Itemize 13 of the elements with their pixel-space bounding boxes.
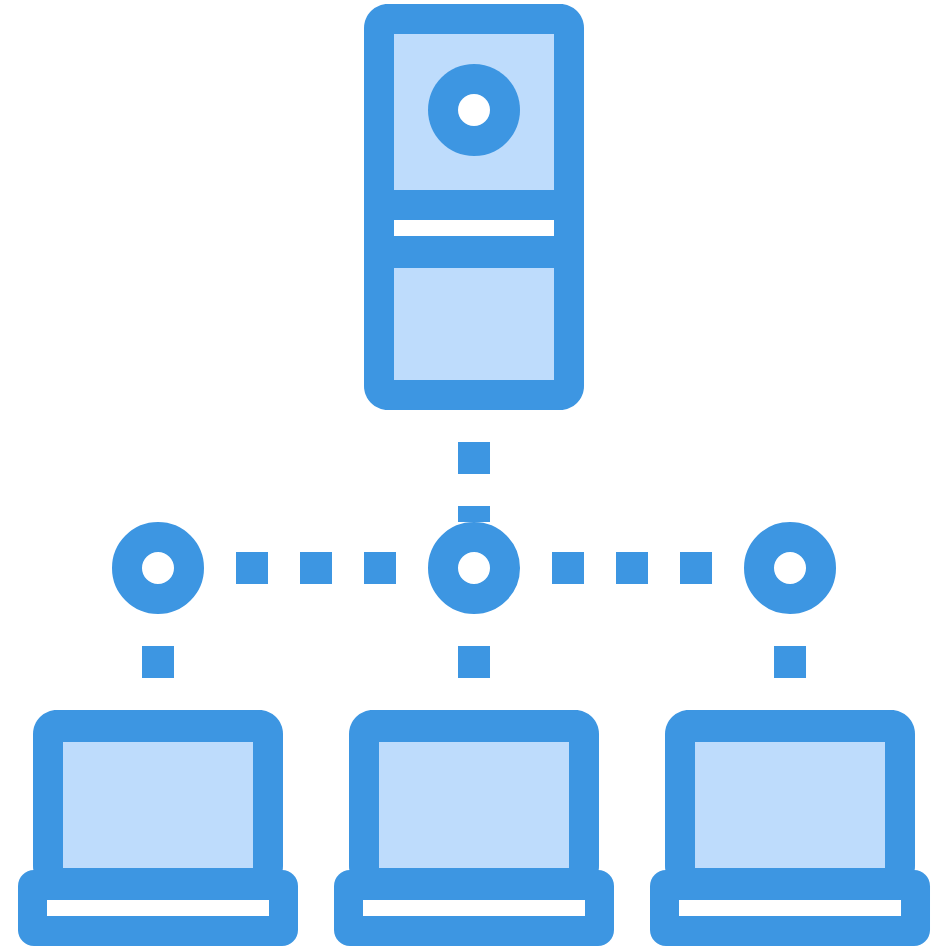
dotted-line [236,552,396,584]
dotted-line [774,646,806,678]
dotted-line [458,442,490,522]
junction-circle [744,522,836,614]
junction-circle [112,522,204,614]
dotted-line [458,646,490,678]
server [364,4,584,410]
laptop [334,710,614,946]
laptop [18,710,298,946]
dotted-line [142,646,174,678]
laptop [650,710,930,946]
junction-circle [428,522,520,614]
dotted-line [552,552,712,584]
